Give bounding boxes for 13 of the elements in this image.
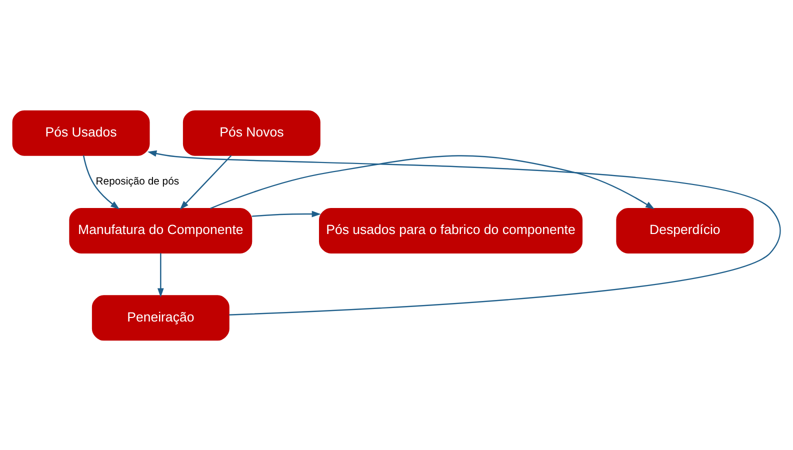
arrow [82, 154, 120, 209]
arrow [157, 252, 164, 297]
arrow [180, 154, 232, 210]
arrow [252, 210, 321, 217]
node-box: Pós Novos [182, 110, 320, 156]
node-box: Desperdício [616, 207, 754, 253]
edge-label: Reposição de pós [96, 176, 180, 188]
node-box: Manufatura do Componente [69, 207, 252, 253]
node-box: Pós Usados [12, 110, 150, 156]
arrow [210, 154, 655, 209]
node-box: Pós usados para o fabrico do componente [318, 207, 583, 253]
arrow [147, 150, 780, 315]
node-box: Peneiração [92, 294, 230, 340]
